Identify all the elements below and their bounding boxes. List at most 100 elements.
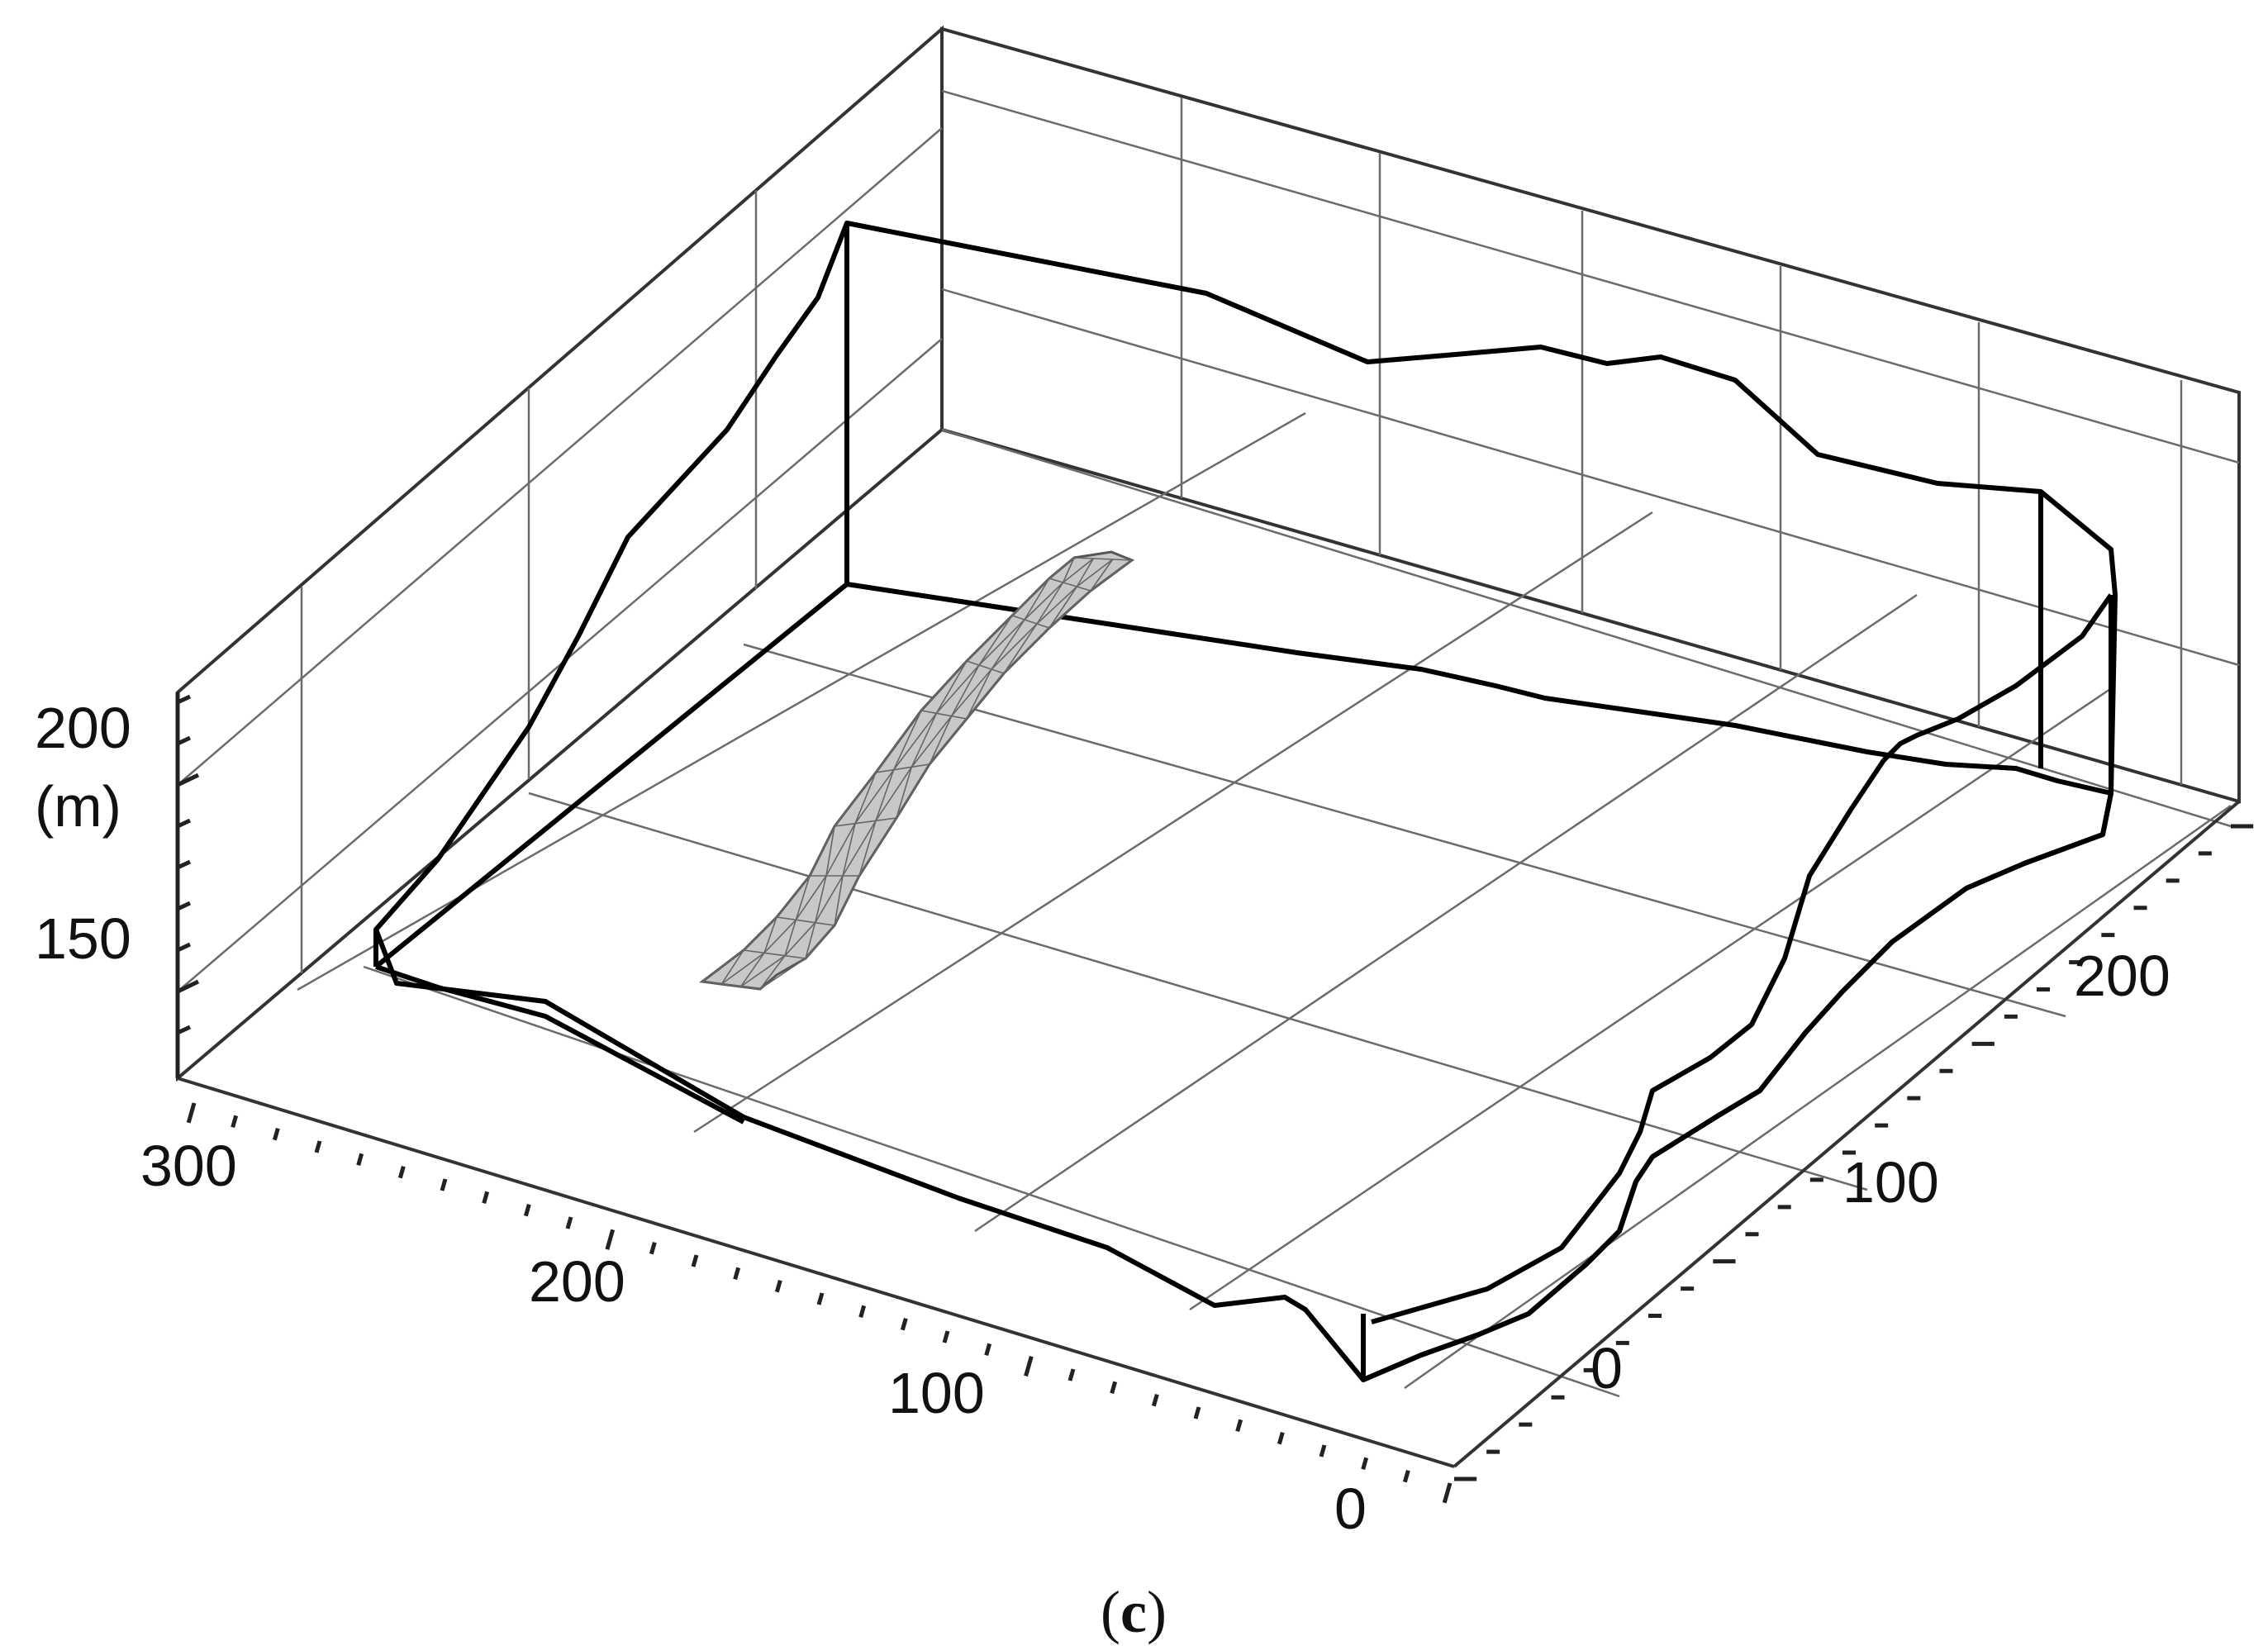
z-tick-label-150: 150 (35, 906, 131, 971)
y-tick-label-0: 0 (1590, 1336, 1623, 1400)
mesh-edge (875, 710, 922, 773)
x-tick-22 (1110, 1381, 1118, 1395)
mesh-edge (1073, 557, 1094, 559)
mesh-edge (743, 916, 777, 951)
mesh-edge (814, 875, 827, 923)
mesh-edge (1090, 559, 1114, 592)
mesh-edge (1062, 557, 1075, 583)
axis-box-back-walls (176, 25, 2241, 1082)
mesh-edge (805, 925, 835, 959)
mesh-edge (1048, 590, 1091, 629)
mesh-edge (1011, 615, 1025, 621)
x-tick-label-300: 300 (140, 1134, 237, 1198)
mesh-edge (784, 922, 816, 957)
mesh-edge (858, 820, 877, 877)
x-tick-26 (1277, 1431, 1285, 1445)
x-tick-25 (1235, 1419, 1243, 1433)
mesh-edge (834, 772, 877, 827)
mesh-edge (720, 952, 765, 985)
mesh-edge (929, 718, 968, 765)
floor-edges (177, 800, 2241, 1468)
x-axis-labels: 300 200 100 0 (140, 1134, 1367, 1541)
mesh-edge (740, 986, 761, 990)
mesh-edge (875, 769, 895, 821)
x-tick-23 (1151, 1393, 1159, 1407)
mesh-edge (721, 983, 741, 987)
mesh-edge (951, 668, 992, 717)
mesh-edge (763, 916, 777, 953)
mesh-edge (896, 763, 930, 819)
mesh-edge (763, 919, 796, 953)
mesh-edge (875, 766, 912, 821)
mesh-edge (978, 615, 1013, 666)
x-tick-7 (482, 1191, 490, 1205)
back-wall-outline (940, 26, 2241, 804)
mesh-edge (936, 712, 952, 717)
mesh-edge (1048, 578, 1063, 583)
mesh-edge (966, 660, 980, 666)
mesh-edge (966, 673, 1005, 720)
mesh-edge (825, 823, 856, 877)
mesh-edge (935, 660, 968, 714)
x-tick-9 (565, 1216, 573, 1229)
y-tick-label-100: 100 (1842, 1150, 1939, 1215)
mesh-edge (805, 922, 816, 959)
mesh-edge (1063, 558, 1094, 583)
x-tick-16 (858, 1305, 867, 1319)
mesh-edge (1063, 582, 1077, 587)
x-tick-24 (1193, 1406, 1201, 1419)
x-tick-6 (440, 1178, 448, 1191)
mesh-edge (978, 664, 992, 670)
mesh-edge (701, 981, 722, 985)
mesh-edge (834, 875, 844, 926)
y-axis-ticks (1454, 824, 2254, 1481)
mesh-edge (842, 823, 856, 877)
x-tick-21 (1067, 1368, 1076, 1381)
mesh-edge (1048, 557, 1075, 579)
mesh-edge (935, 664, 980, 714)
mesh-edge (978, 619, 1025, 666)
x-tick-13 (733, 1267, 741, 1281)
mesh-edge (834, 875, 860, 926)
x-tick-3 (314, 1140, 322, 1153)
mesh-edge (1036, 582, 1064, 625)
mesh-edge (1003, 627, 1050, 674)
mesh-edge (1076, 558, 1095, 587)
mesh-edge (991, 668, 1005, 674)
x-tick-4 (356, 1153, 364, 1167)
x-tick-label-100: 100 (888, 1361, 985, 1425)
mesh-edge (759, 958, 806, 990)
mesh-edge (796, 919, 815, 924)
mesh-edge (776, 916, 796, 921)
x-tick-28 (1361, 1457, 1369, 1471)
mesh-edge (858, 817, 897, 877)
x-tick-14 (774, 1279, 782, 1293)
mesh-edge (814, 875, 844, 924)
mesh-edge (795, 875, 811, 920)
x-tick-18 (942, 1330, 950, 1343)
mesh-edge (1112, 559, 1133, 561)
mesh-edge (929, 716, 953, 765)
mesh-edge (784, 920, 797, 956)
mesh-edge (991, 623, 1038, 670)
mesh-edge (875, 768, 894, 773)
mesh-edge (920, 710, 937, 715)
mesh-edge (1048, 586, 1077, 629)
x-tick-15 (816, 1292, 825, 1305)
channel-mesh (699, 550, 1135, 991)
mesh-edge (893, 712, 937, 771)
mesh-edge (740, 952, 765, 987)
mesh-edge (842, 820, 877, 877)
x-tick-10 (605, 1229, 616, 1250)
mesh-edge (911, 763, 930, 768)
z-tick-label-200: 200 (35, 696, 131, 760)
x-tick-1 (231, 1115, 239, 1129)
mesh-edge (892, 710, 922, 771)
mesh-edge (875, 817, 897, 822)
y-tick-label-200: 200 (2074, 944, 2171, 1008)
z-unit-label: (m) (35, 774, 121, 839)
mesh-edge (896, 767, 913, 819)
mesh-edge (854, 820, 877, 825)
mesh-edge (795, 875, 827, 920)
